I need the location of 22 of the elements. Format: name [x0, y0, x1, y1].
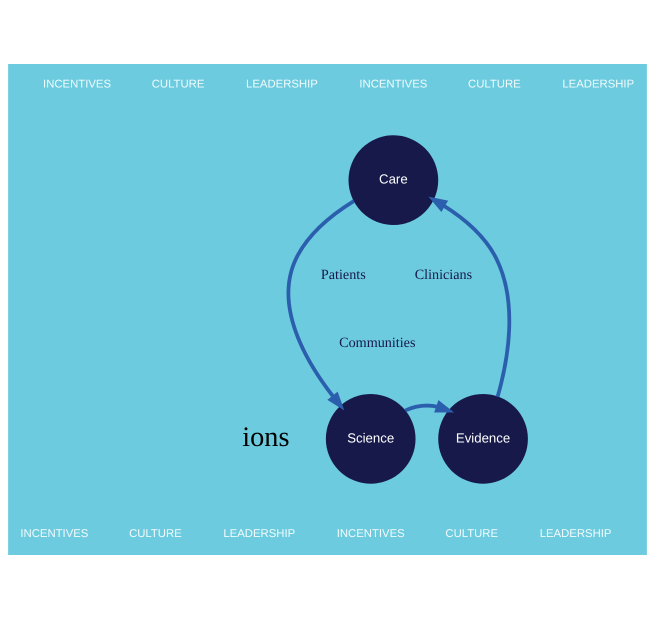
- label: INCENTIVES: [20, 528, 88, 540]
- label: Patients: [320, 266, 366, 282]
- label: Communities: [339, 334, 416, 350]
- label: LEADERSHIP: [223, 528, 296, 540]
- label: LEADERSHIP: [562, 78, 634, 90]
- arrow: [286, 198, 355, 410]
- label: CULTURE: [445, 528, 498, 540]
- label: INCENTIVES: [359, 78, 428, 90]
- arrow: [428, 196, 512, 397]
- label: LEADERSHIP: [246, 78, 318, 90]
- label: LEADERSHIP: [540, 528, 612, 540]
- arrow: [404, 400, 454, 412]
- node-circle: Science: [326, 394, 416, 484]
- node-circle: Care: [348, 134, 438, 224]
- label: INCENTIVES: [43, 78, 112, 90]
- label: CULTURE: [468, 78, 521, 90]
- node-circle: Evidence: [438, 394, 528, 484]
- label: Clinicians: [414, 266, 472, 282]
- label: INCENTIVES: [336, 528, 405, 540]
- label: CULTURE: [129, 528, 182, 540]
- label: ions: [242, 421, 290, 452]
- label: CULTURE: [152, 78, 204, 90]
